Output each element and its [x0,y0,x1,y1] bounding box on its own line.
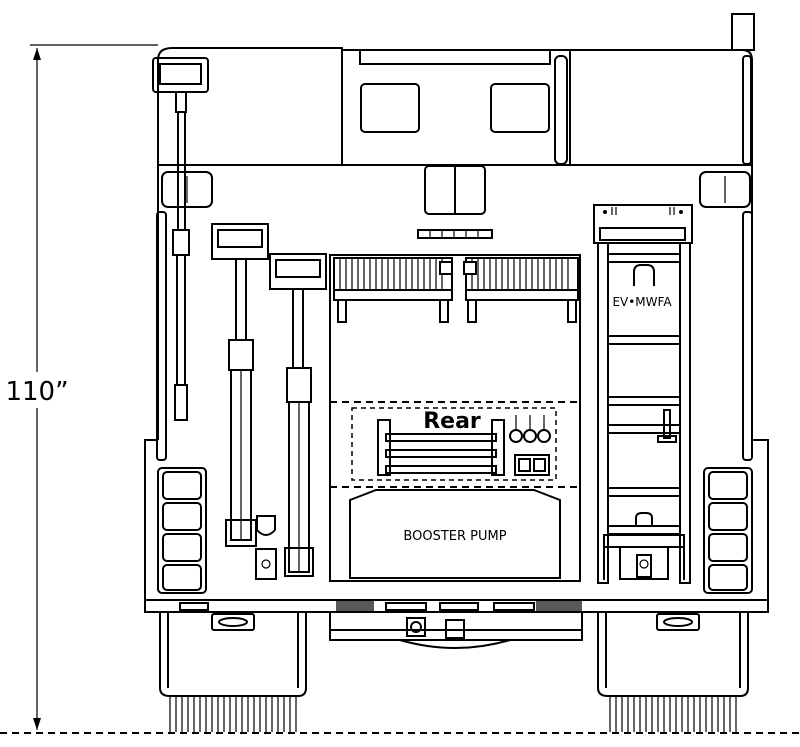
upper-body [157,13,755,166]
wheel-right [597,612,749,732]
tail-lights-right [703,467,753,594]
height-dimension-label: 110” [5,377,68,407]
gauges [509,415,551,476]
main-body [144,165,769,613]
upper-window-right [490,83,550,133]
license-light-left [211,613,255,631]
hose-reel-right [463,257,579,323]
center-compartment: Rear BOOSTER PUMP [329,254,581,582]
tail-lights-left [157,467,207,594]
scene-light-left [211,223,277,580]
clearance-light-right [699,171,751,208]
rear-label: Rear [423,409,481,434]
rear-bumper [179,601,700,649]
license-light-right [656,613,700,631]
upper-window-left [360,83,420,133]
height-dimension: 110” [0,44,158,730]
hose-reel-left [333,257,453,323]
lighting-mast-left [152,57,209,421]
ladder-top-bracket [593,204,693,244]
wheel-left [159,612,307,732]
ladder-tag-label: EV•MWFA [612,295,672,309]
exhaust-stack [731,13,755,51]
booster-pump [349,489,561,579]
booster-pump-label: BOOSTER PUMP [403,529,506,544]
scene-light-right [269,253,327,577]
trailer-hitch [406,617,426,637]
light-bar [417,229,493,239]
rear-panel [351,407,557,481]
clearance-light-left [161,171,213,208]
ladder: EV•MWFA [593,204,693,584]
